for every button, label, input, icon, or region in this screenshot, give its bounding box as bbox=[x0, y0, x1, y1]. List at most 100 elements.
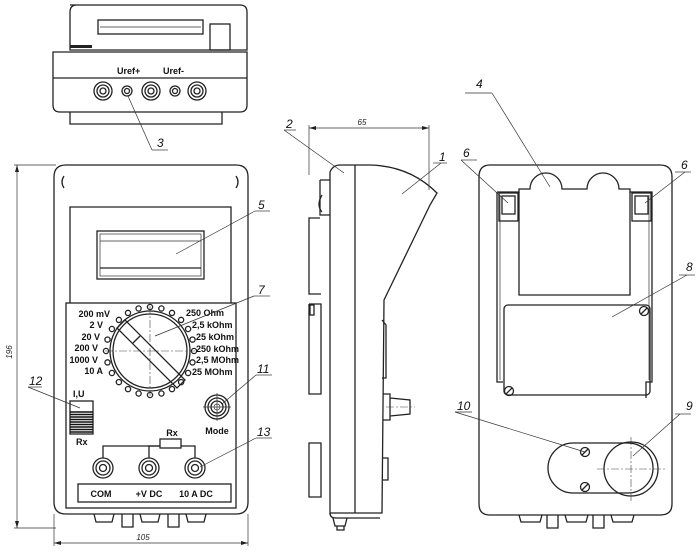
wire-com bbox=[102, 445, 160, 458]
fuse-cover-screw-bottom[interactable] bbox=[579, 481, 591, 493]
top-view-knob bbox=[209, 23, 231, 51]
uref-minus-label: Uref- bbox=[163, 66, 184, 76]
back-view: 4 6 6 8 10 9 bbox=[454, 77, 695, 529]
callout-11-leader bbox=[27, 386, 81, 409]
dial-detent-dot bbox=[108, 325, 116, 333]
dial-pointer-bar bbox=[116, 319, 186, 389]
range-250ohm: 250 Ohm bbox=[186, 308, 224, 318]
stand-latch-left[interactable] bbox=[498, 192, 519, 222]
lcd-display-inner bbox=[99, 233, 202, 277]
range-10a: 10 A bbox=[84, 366, 103, 376]
top-view-jack-2 bbox=[141, 81, 161, 101]
callout-13: 13 bbox=[257, 425, 271, 439]
battery-cover-8[interactable] bbox=[503, 304, 651, 396]
callout-6-left-leader bbox=[460, 159, 509, 204]
side-view-bottom-edge bbox=[329, 512, 380, 519]
side-view-clip-top bbox=[319, 179, 330, 216]
callout-12-leader bbox=[221, 374, 257, 405]
callout-13-leader bbox=[199, 437, 257, 468]
dial-detent-dot bbox=[135, 390, 142, 397]
terminal-label-com: COM bbox=[91, 489, 112, 499]
side-view-display-edge bbox=[381, 319, 387, 379]
back-view-body bbox=[478, 164, 673, 516]
display-bezel bbox=[69, 206, 232, 303]
mode-slide-switch[interactable] bbox=[69, 400, 94, 435]
dial-detent-dot bbox=[184, 325, 192, 333]
callout-1: 1 bbox=[439, 150, 446, 164]
fuse-cover-10[interactable] bbox=[547, 442, 654, 494]
callout-5-leader bbox=[175, 210, 256, 255]
callout-9: 9 bbox=[686, 399, 693, 413]
range-selector-dial[interactable] bbox=[102, 303, 198, 399]
terminal-label-10a: 10 A DC bbox=[179, 489, 213, 499]
front-view-corner-mark-right bbox=[235, 175, 239, 189]
callout-12: 11 bbox=[257, 362, 269, 376]
dial-detent-dot bbox=[115, 316, 123, 324]
terminal-vdc-jack[interactable] bbox=[138, 457, 160, 479]
slide-switch-grip bbox=[70, 411, 93, 433]
dial-detent-dot bbox=[104, 359, 111, 366]
callout-7: 7 bbox=[258, 283, 266, 297]
dial-detent-dot bbox=[168, 309, 176, 317]
dial-detent-dot bbox=[189, 336, 196, 343]
callout-10: 10 bbox=[457, 399, 471, 413]
callout-7-leader bbox=[154, 295, 255, 337]
dial-detent-dot bbox=[168, 385, 176, 393]
mode-button-label: Mode bbox=[205, 426, 229, 436]
dial-detent-dot bbox=[135, 305, 142, 312]
callout-10-leader bbox=[454, 411, 586, 453]
top-view: Uref+ Uref- 3 bbox=[52, 4, 248, 151]
side-view-body bbox=[329, 164, 438, 514]
uref-plus-label: Uref+ bbox=[117, 66, 140, 76]
range-25kohm: 25 kOhm bbox=[196, 332, 234, 342]
dial-detent-dot bbox=[108, 369, 116, 377]
callout-2-leader bbox=[283, 129, 345, 174]
top-view-body bbox=[52, 51, 248, 113]
range-2v: 2 V bbox=[89, 320, 103, 330]
terminal-label-vdc: +V DC bbox=[136, 489, 163, 499]
callout-1-leader bbox=[401, 162, 442, 195]
side-view-jack bbox=[382, 457, 389, 481]
side-view-clip-curve bbox=[318, 194, 323, 213]
switch-label-iu: I,U bbox=[73, 389, 85, 399]
callout-8: 8 bbox=[686, 260, 693, 274]
dim-width: 105 bbox=[136, 533, 150, 542]
dial-detent-dot bbox=[115, 378, 123, 386]
dial-pointer-mark bbox=[132, 335, 141, 344]
mode-button[interactable] bbox=[203, 393, 231, 421]
range-200mv: 200 mV bbox=[78, 309, 110, 319]
dial-detent-dot bbox=[104, 336, 111, 343]
callout-3-leader bbox=[127, 95, 153, 151]
dim-depth: 65 bbox=[358, 118, 367, 127]
range-1000v: 1000 V bbox=[69, 355, 98, 365]
battery-cover-screw-top[interactable] bbox=[638, 305, 650, 317]
terminal-com-jack[interactable] bbox=[92, 457, 114, 479]
callout-6-left: 6 bbox=[463, 146, 470, 160]
top-view-jack-1 bbox=[93, 81, 113, 101]
stand-panel-4 bbox=[518, 192, 631, 296]
top-view-base bbox=[69, 112, 223, 125]
callout-2: 2 bbox=[285, 117, 293, 131]
front-view-feet bbox=[93, 513, 207, 528]
top-view-ref-jack-minus bbox=[169, 85, 181, 97]
callout-4: 4 bbox=[476, 77, 483, 91]
dial-detent-dot bbox=[124, 385, 132, 393]
stand-latch-right[interactable] bbox=[631, 192, 652, 222]
wire-vdc bbox=[148, 445, 160, 458]
dial-detent-dot bbox=[177, 316, 185, 324]
side-view-foot bbox=[332, 517, 348, 531]
callout-4-leader bbox=[491, 92, 551, 188]
back-view-feet bbox=[518, 514, 635, 529]
terminal-label-strip bbox=[77, 483, 232, 503]
dial-detent-dot bbox=[184, 369, 192, 377]
top-view-ref-jack-plus bbox=[121, 85, 133, 97]
side-view: 2 1 65 bbox=[283, 117, 447, 531]
battery-cover-screw-bottom[interactable] bbox=[503, 385, 515, 397]
top-view-jack-3 bbox=[187, 81, 207, 101]
top-view-slider bbox=[70, 45, 92, 48]
terminal-10a-jack[interactable] bbox=[184, 457, 206, 479]
resistor-symbol bbox=[159, 438, 182, 449]
switch-label-rx: Rx bbox=[76, 437, 88, 447]
